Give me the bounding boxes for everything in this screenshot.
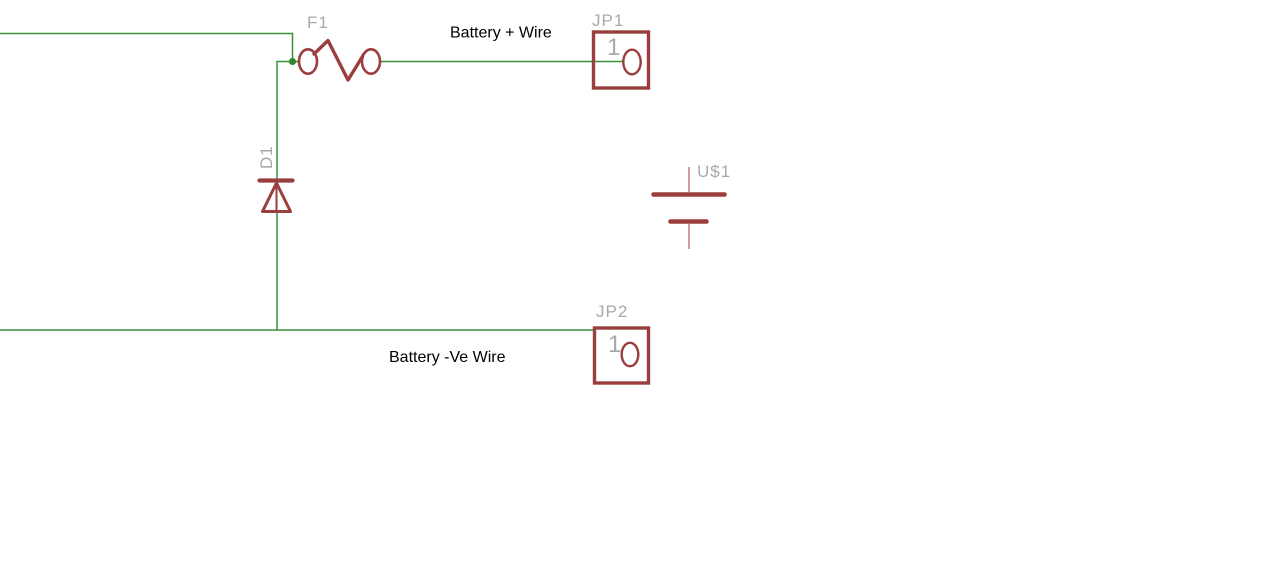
jp1-outline[interactable] [591,30,651,90]
jp1-pin-number: 1 [607,34,620,61]
wire-top-left-segment[interactable] [0,32,294,62]
diode-d1-symbol[interactable]: D1 [257,145,295,213]
fuse-f1-symbol[interactable]: F1 [297,13,382,82]
jp2-outline[interactable] [592,326,651,385]
battery-ref-label: U$1 [697,162,731,181]
jp2-pin-pad[interactable] [620,341,640,368]
net-label-battery-negative: Battery -Ve Wire [389,349,506,366]
jp1-ref-label: JP1 [592,11,624,30]
net-label-battery-positive: Battery + Wire [450,25,552,42]
net-battery-positive[interactable] [0,32,624,331]
connector-jp2-symbol[interactable]: JP2 1 [592,302,651,385]
wire-junction-to-diode[interactable] [276,60,293,331]
diode-ref-label: D1 [257,145,276,169]
jp2-pin-number: 1 [608,331,621,358]
jp2-ref-label: JP2 [596,302,628,321]
junction-dot [288,57,297,66]
jp1-pin-pad[interactable] [622,48,642,76]
fuse-right-terminal[interactable] [360,47,382,75]
connector-jp1-symbol[interactable]: JP1 1 [591,11,651,90]
fuse-ref-label: F1 [307,13,329,32]
fuse-left-terminal[interactable] [297,47,319,75]
fuse-element-zigzag[interactable] [312,38,366,82]
battery-u1-symbol[interactable]: U$1 [651,162,732,249]
